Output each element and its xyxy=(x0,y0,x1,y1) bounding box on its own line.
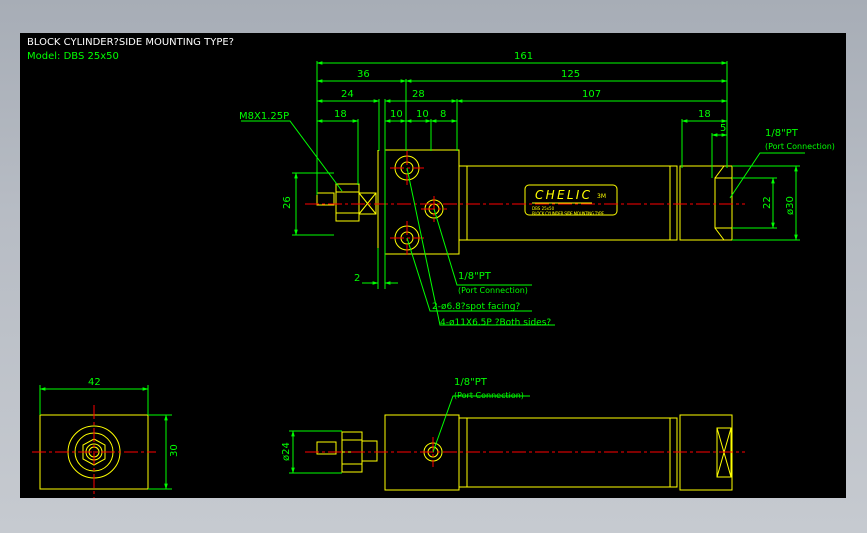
brand-suffix: 3M xyxy=(597,193,606,200)
hole-note-2: 4-ø11X6.5P ?Both sides? xyxy=(440,318,551,328)
port-right-label: 1/8"PT xyxy=(765,128,799,139)
side-piston-rod xyxy=(316,441,337,455)
port-bottom-label: 1/8"PT xyxy=(458,271,492,282)
dimensions-end xyxy=(39,385,172,490)
dim-125: 125 xyxy=(561,69,580,80)
dim-22: 22 xyxy=(762,196,773,209)
brand-logo: CHELIC xyxy=(535,188,591,202)
centerlines-end xyxy=(32,405,156,498)
dim-8: 8 xyxy=(440,109,446,120)
dim-10b: 10 xyxy=(416,109,429,120)
centerlines-side xyxy=(305,437,745,467)
front-view xyxy=(316,149,733,255)
dimensions-front xyxy=(241,61,805,326)
plate-line-1: DBS 25x50 xyxy=(532,206,555,211)
plate-line-2: BLOCK CYLINDER SIDE MOUNTING TYPE xyxy=(532,211,604,216)
port-right-sub: (Port Connection) xyxy=(765,142,835,151)
port-bottom-sub: (Port Connection) xyxy=(458,286,528,295)
dim-30: 30 xyxy=(169,444,180,457)
dim-18-left: 18 xyxy=(334,109,347,120)
dimension-text-front: 161 36 125 24 28 107 18 10 10 8 18 5 2 2… xyxy=(239,51,835,328)
name-plate xyxy=(524,184,618,216)
port-lower-sub: (Port Connection) xyxy=(454,391,524,400)
cylinder-tube xyxy=(458,165,678,241)
hex-nut xyxy=(335,183,360,222)
thread-label: M8X1.25P xyxy=(239,111,289,122)
port-lower-label: 1/8"PT xyxy=(454,377,488,388)
dim-36: 36 xyxy=(357,69,370,80)
model-label: Model: DBS 25x50 xyxy=(27,51,119,62)
dim-2: 2 xyxy=(354,273,360,284)
hole-note-1: 2-ø6.8?spot facing? xyxy=(432,302,520,312)
end-cap xyxy=(679,165,733,241)
dim-10a: 10 xyxy=(390,109,403,120)
drawing-title: BLOCK CYLINDER?SIDE MOUNTING TYPE? xyxy=(27,37,234,48)
dim-107: 107 xyxy=(582,89,601,100)
cad-drawing: BLOCK CYLINDER?SIDE MOUNTING TYPE? Model… xyxy=(27,37,835,498)
dim-30-dia: ø30 xyxy=(785,196,796,215)
dim-18-right: 18 xyxy=(698,109,711,120)
dim-28: 28 xyxy=(412,89,425,100)
dim-24: 24 xyxy=(341,89,354,100)
dimensions-side xyxy=(289,395,530,474)
cad-viewport[interactable]: BLOCK CYLINDER?SIDE MOUNTING TYPE? Model… xyxy=(20,33,846,498)
dim-161: 161 xyxy=(514,51,533,62)
dim-26: 26 xyxy=(282,196,293,209)
dim-24-dia: ø24 xyxy=(281,442,292,461)
dim-42: 42 xyxy=(88,377,101,388)
dim-5: 5 xyxy=(720,123,726,134)
piston-rod xyxy=(316,192,335,206)
